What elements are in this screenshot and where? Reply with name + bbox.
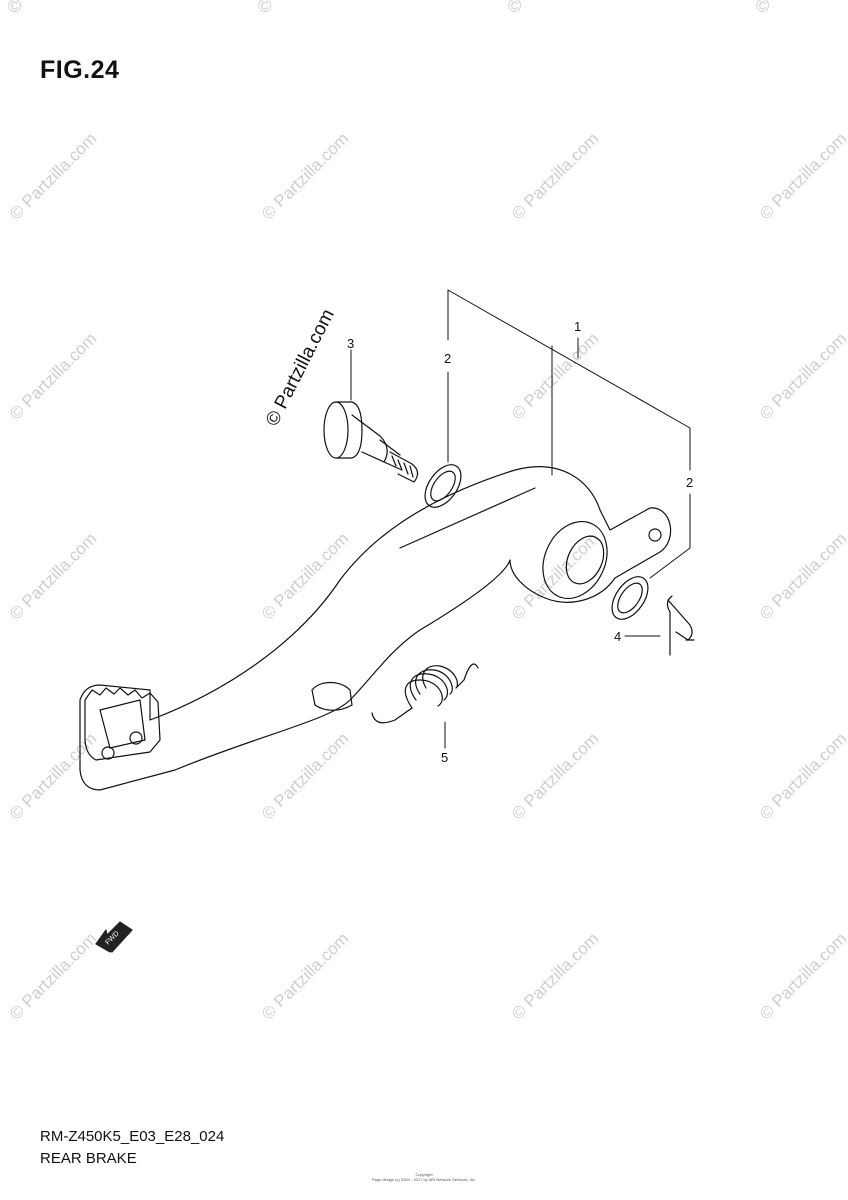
copyright-mark: ©	[8, 0, 22, 16]
callout-4: 4	[614, 629, 621, 644]
washer-upper	[424, 464, 462, 508]
cotter-pin	[666, 595, 695, 656]
copyright-mark: ©	[756, 0, 770, 16]
washer-lower	[611, 576, 649, 620]
copyright-mark: ©	[508, 0, 522, 16]
copyright-mark: ©	[258, 0, 272, 16]
callout-2-lower: 2	[686, 475, 693, 490]
footer-fine-print-line: Page design (c) 2004 - 2017 by ARI Netwo…	[371, 1177, 477, 1182]
fwd-arrow-icon	[95, 921, 133, 953]
brake-pedal	[79, 466, 672, 791]
leader-lines	[350, 289, 691, 749]
section-name: REAR BRAKE	[40, 1150, 137, 1167]
callout-5: 5	[441, 750, 448, 765]
figure-title: FIG.24	[40, 56, 120, 84]
model-code: RM-Z450K5_E03_E28_024	[40, 1128, 225, 1145]
footer-fine-print-line: Copyright	[415, 1172, 433, 1177]
pivot-bolt	[323, 401, 419, 483]
callout-1: 1	[574, 319, 581, 334]
callout-2-upper: 2	[444, 351, 451, 366]
callout-3: 3	[347, 336, 354, 351]
return-spring	[371, 663, 479, 724]
footer-fine-print: Copyright Page design (c) 2004 - 2017 by…	[0, 1172, 848, 1182]
